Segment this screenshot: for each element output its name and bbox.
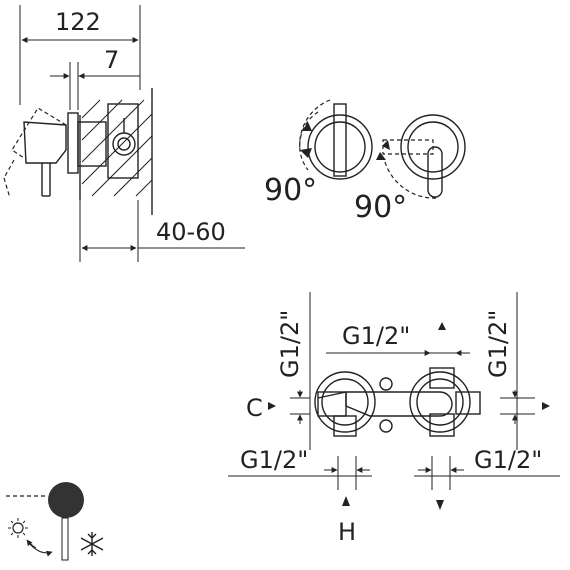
g-bottom-left-label: G1/2" [240, 446, 308, 474]
g-top-center-label: G1/2" [342, 322, 410, 350]
rotation-view: 90° 90° [264, 99, 466, 225]
snowflake-icon [80, 532, 104, 556]
hot-label: H [338, 518, 356, 546]
g-bottom-right-label: G1/2" [474, 446, 542, 474]
dim-offset-label: 7 [104, 46, 119, 74]
left-rotation-label: 90° [264, 173, 317, 208]
dim-depth-label: 40-60 [156, 218, 226, 246]
g-left-vertical-label: G1/2" [276, 310, 304, 378]
connection-view: G1/2" G1/2" G1/2" C [228, 292, 560, 546]
lever-knob-icon [48, 482, 84, 518]
side-view: 122 7 [3, 5, 245, 262]
right-rotation-label: 90° [354, 190, 407, 225]
temperature-legend [6, 482, 104, 561]
g-right-vertical-label: G1/2" [484, 310, 512, 378]
lever-stem [61, 517, 69, 561]
sun-icon [8, 518, 28, 538]
dim-total-label: 122 [55, 8, 101, 36]
cold-label: C [246, 394, 263, 422]
